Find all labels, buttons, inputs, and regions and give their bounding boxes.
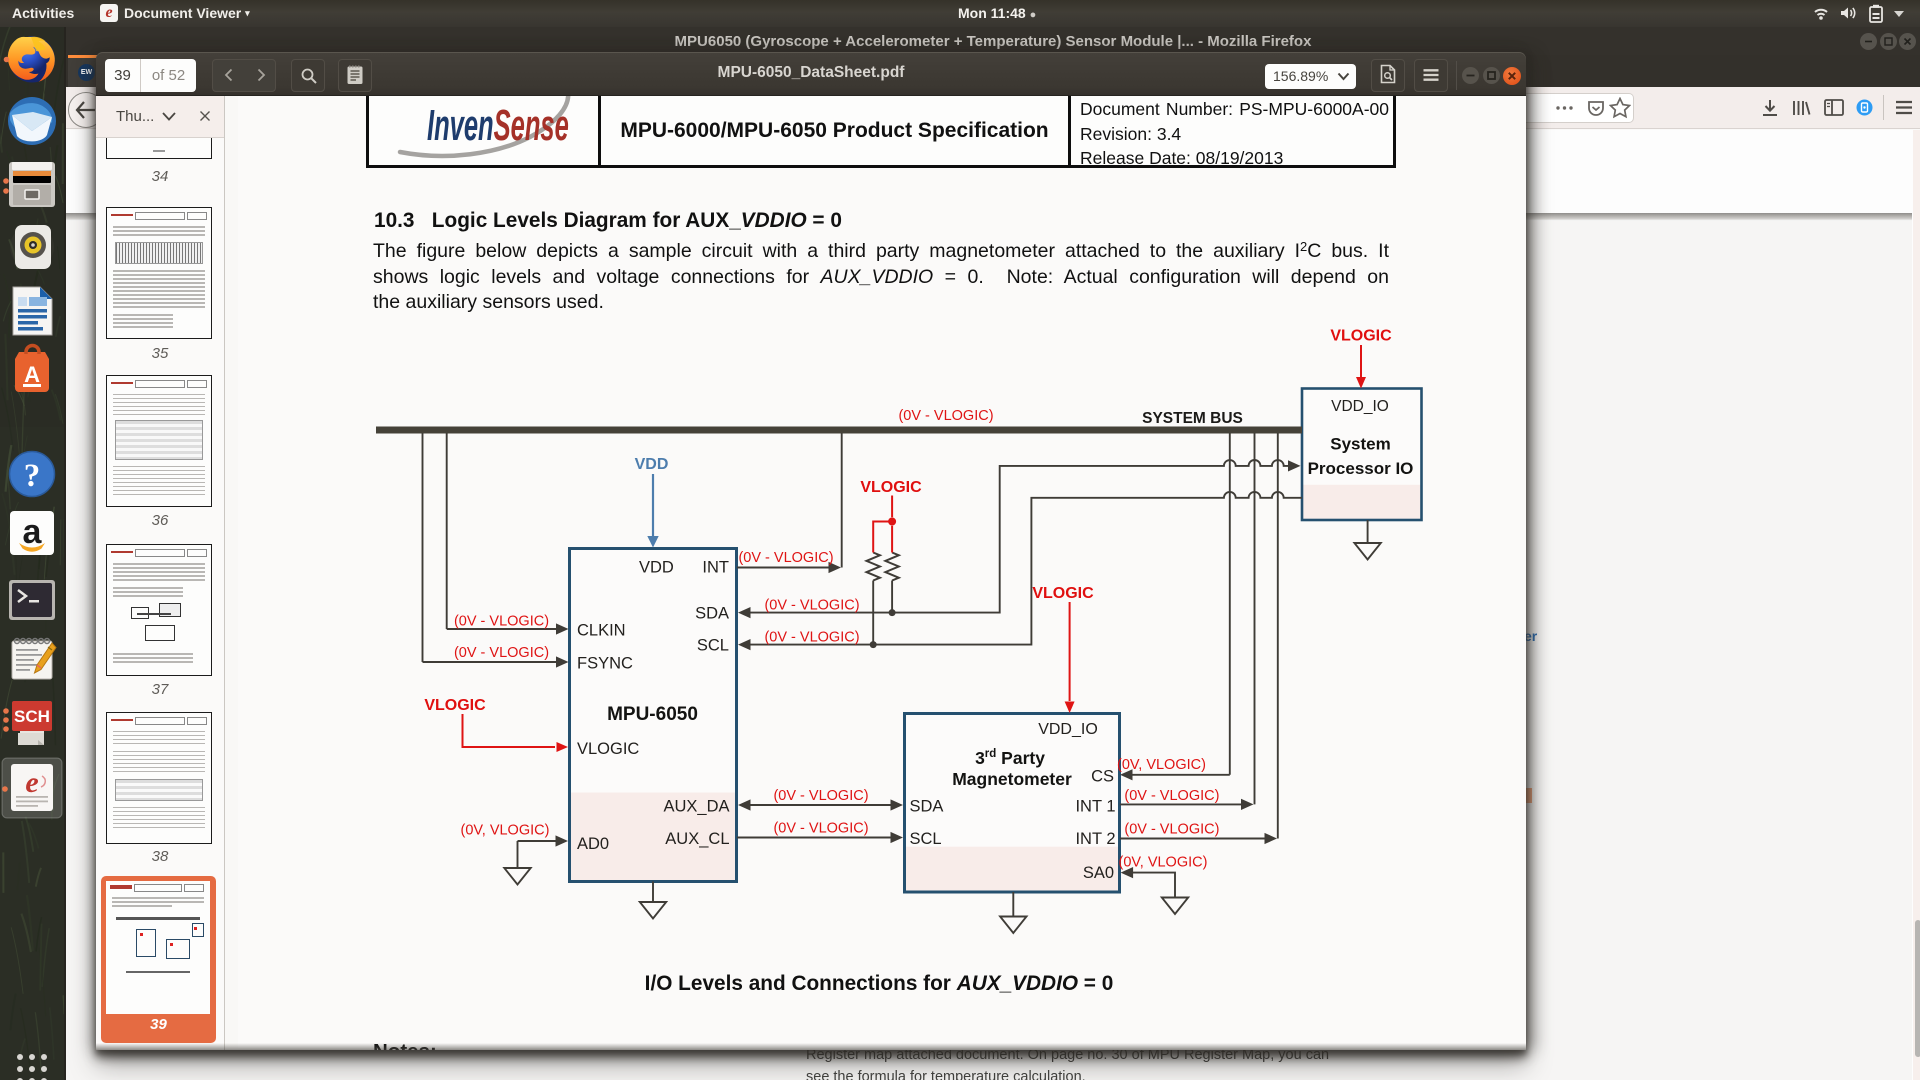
svg-text:INT: INT <box>702 559 729 577</box>
svg-text:(0V - VLOGIC): (0V - VLOGIC) <box>764 597 859 613</box>
svg-text:SYSTEM BUS: SYSTEM BUS <box>1142 410 1243 427</box>
svg-text:e: e <box>25 766 38 799</box>
svg-text:a: a <box>23 513 43 551</box>
svg-text:VLOGIC: VLOGIC <box>1330 328 1392 345</box>
svg-text:(0V - VLOGIC): (0V - VLOGIC) <box>898 408 993 424</box>
svg-text:?: ? <box>24 458 41 494</box>
svg-text:CLKIN: CLKIN <box>577 621 626 639</box>
svg-text:VLOGIC: VLOGIC <box>577 740 639 758</box>
svg-text:(0V - VLOGIC): (0V - VLOGIC) <box>773 788 868 804</box>
svg-text:Magnetometer: Magnetometer <box>952 769 1072 789</box>
svg-text:(0V - VLOGIC): (0V - VLOGIC) <box>454 613 549 629</box>
svg-text:CS: CS <box>1091 767 1114 785</box>
svg-text:SA0: SA0 <box>1083 864 1114 882</box>
svg-text:System: System <box>1330 435 1390 454</box>
svg-text:VLOGIC: VLOGIC <box>424 697 486 714</box>
svg-text:AUX_DA: AUX_DA <box>663 797 729 815</box>
svg-text:VDD: VDD <box>635 456 669 473</box>
svg-text:(0V, VLOGIC): (0V, VLOGIC) <box>1119 855 1208 871</box>
svg-text:SDA: SDA <box>910 797 944 815</box>
svg-text:INT 2: INT 2 <box>1075 830 1115 848</box>
svg-text:AUX_CL: AUX_CL <box>665 830 729 848</box>
svg-text:VLOGIC: VLOGIC <box>860 479 922 496</box>
svg-text:(0V - VLOGIC): (0V - VLOGIC) <box>764 629 859 645</box>
svg-text:Processor IO: Processor IO <box>1308 459 1414 478</box>
svg-text:VLOGIC: VLOGIC <box>1032 585 1094 602</box>
svg-text:(0V - VLOGIC): (0V - VLOGIC) <box>773 820 868 836</box>
svg-text:VDD_IO: VDD_IO <box>1331 398 1389 415</box>
svg-text:(0V - VLOGIC): (0V - VLOGIC) <box>738 550 833 566</box>
svg-text:(0V, VLOGIC): (0V, VLOGIC) <box>461 822 550 838</box>
svg-text:A: A <box>24 362 40 387</box>
svg-text:InvenSense: InvenSense <box>427 100 569 150</box>
svg-text:VDD_IO: VDD_IO <box>1038 721 1098 738</box>
svg-text:(0V - VLOGIC): (0V - VLOGIC) <box>1124 788 1219 804</box>
svg-text:INT 1: INT 1 <box>1075 797 1115 815</box>
svg-text:(0V - VLOGIC): (0V - VLOGIC) <box>1124 822 1219 838</box>
svg-text:AD0: AD0 <box>577 835 609 853</box>
svg-text:SCH: SCH <box>14 707 50 726</box>
svg-text:MPU-6050: MPU-6050 <box>607 704 698 725</box>
svg-text:FSYNC: FSYNC <box>577 654 633 672</box>
svg-text:SDA: SDA <box>695 605 729 623</box>
svg-text:VDD: VDD <box>639 559 674 577</box>
svg-text:SCL: SCL <box>697 637 729 655</box>
svg-text:(0V, VLOGIC): (0V, VLOGIC) <box>1117 757 1206 773</box>
svg-text:SCL: SCL <box>910 830 942 848</box>
svg-text:(0V - VLOGIC): (0V - VLOGIC) <box>454 645 549 661</box>
